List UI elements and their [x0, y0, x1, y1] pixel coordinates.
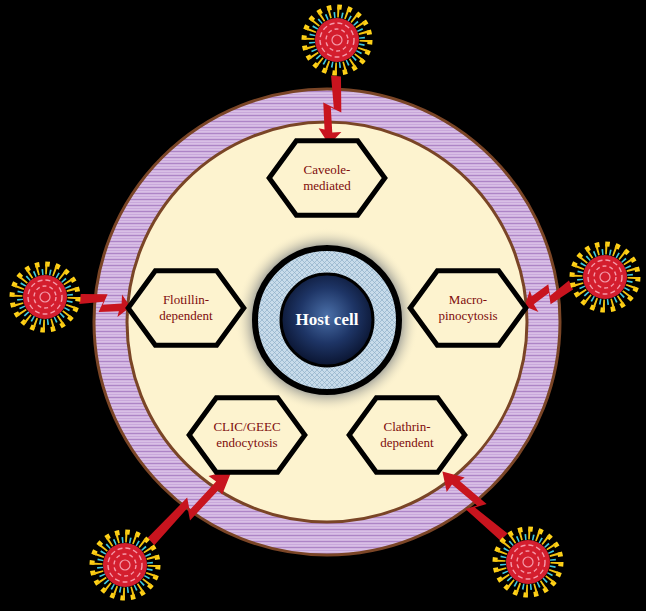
pathway-label: Flotillin-dependent	[147, 292, 225, 324]
virus-particle	[495, 529, 561, 595]
pathway-hexagon: CLIC/GEEC endocytosis	[188, 397, 306, 473]
virus-particle	[304, 7, 370, 73]
pathway-hexagon: Macro-pinocytosis	[409, 270, 527, 346]
pathway-label: Caveole-mediated	[288, 162, 366, 194]
virus-particle	[12, 264, 78, 330]
pathway-hexagon: Clathrin-dependent	[348, 397, 466, 473]
cytoplasm	[127, 122, 527, 522]
hexagon-border	[349, 398, 465, 472]
virus-particle	[92, 532, 158, 598]
entry-bolt	[520, 274, 576, 316]
entry-bolt	[78, 288, 132, 319]
hexagon-border	[128, 271, 244, 345]
host-cell-circle: Host cell	[252, 245, 402, 395]
hexagon-border	[269, 141, 385, 215]
cell-membrane	[94, 89, 560, 555]
pathway-hexagon: Flotillin-dependent	[127, 270, 245, 346]
entry-bolt	[317, 75, 347, 146]
pathway-label: Macro-pinocytosis	[429, 292, 507, 324]
nuclear-envelope	[255, 248, 399, 392]
entry-bolt	[144, 462, 240, 551]
virus-particle	[572, 244, 638, 310]
host-cell-label: Host cell	[296, 310, 359, 330]
pathway-label: CLIC/GEEC endocytosis	[208, 419, 286, 451]
hexagon-border	[410, 271, 526, 345]
entry-bolt	[434, 463, 512, 544]
pathway-hexagon: Caveole-mediated	[268, 140, 386, 216]
nucleus-glow	[235, 228, 419, 412]
hexagon-border	[189, 398, 305, 472]
pathway-label: Clathrin-dependent	[368, 419, 446, 451]
nucleus-core	[281, 274, 373, 366]
